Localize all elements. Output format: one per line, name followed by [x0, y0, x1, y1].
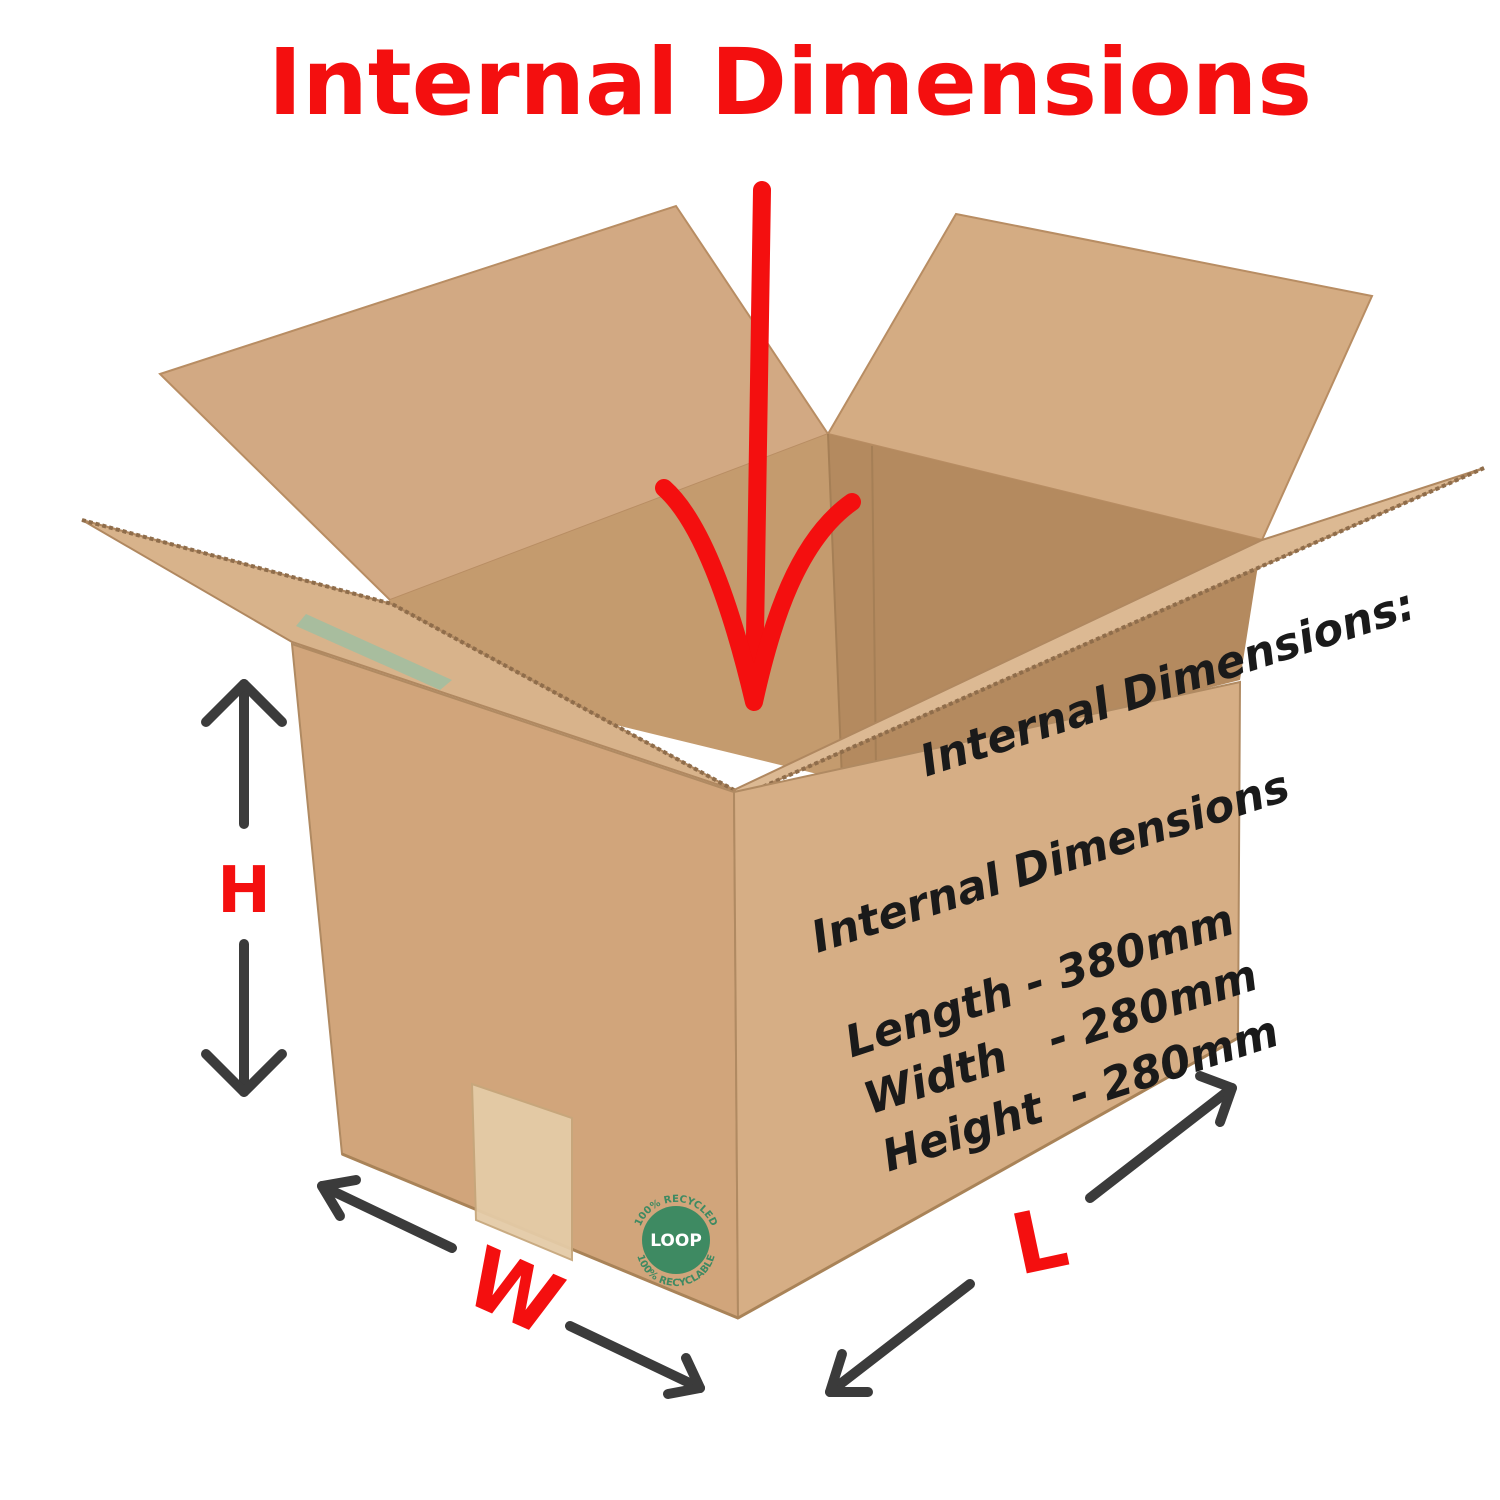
flap-label: [296, 614, 452, 690]
logo-brand: LOOP: [650, 1231, 702, 1251]
cardboard-box: [81, 204, 1485, 1320]
interior-back-wall: [300, 434, 842, 780]
length-label: L: [1003, 1188, 1076, 1295]
length-arrow-icon: [825, 1071, 1237, 1397]
height-label: H: [217, 854, 271, 928]
width-arrow-icon: [317, 1175, 705, 1399]
height-arrow-icon: [201, 679, 287, 1097]
page-title: Internal Dimensions: [268, 29, 1312, 136]
logo-circle: [642, 1206, 710, 1274]
packing-tape: [470, 1082, 573, 1262]
red-down-arrow-icon: [655, 181, 861, 711]
